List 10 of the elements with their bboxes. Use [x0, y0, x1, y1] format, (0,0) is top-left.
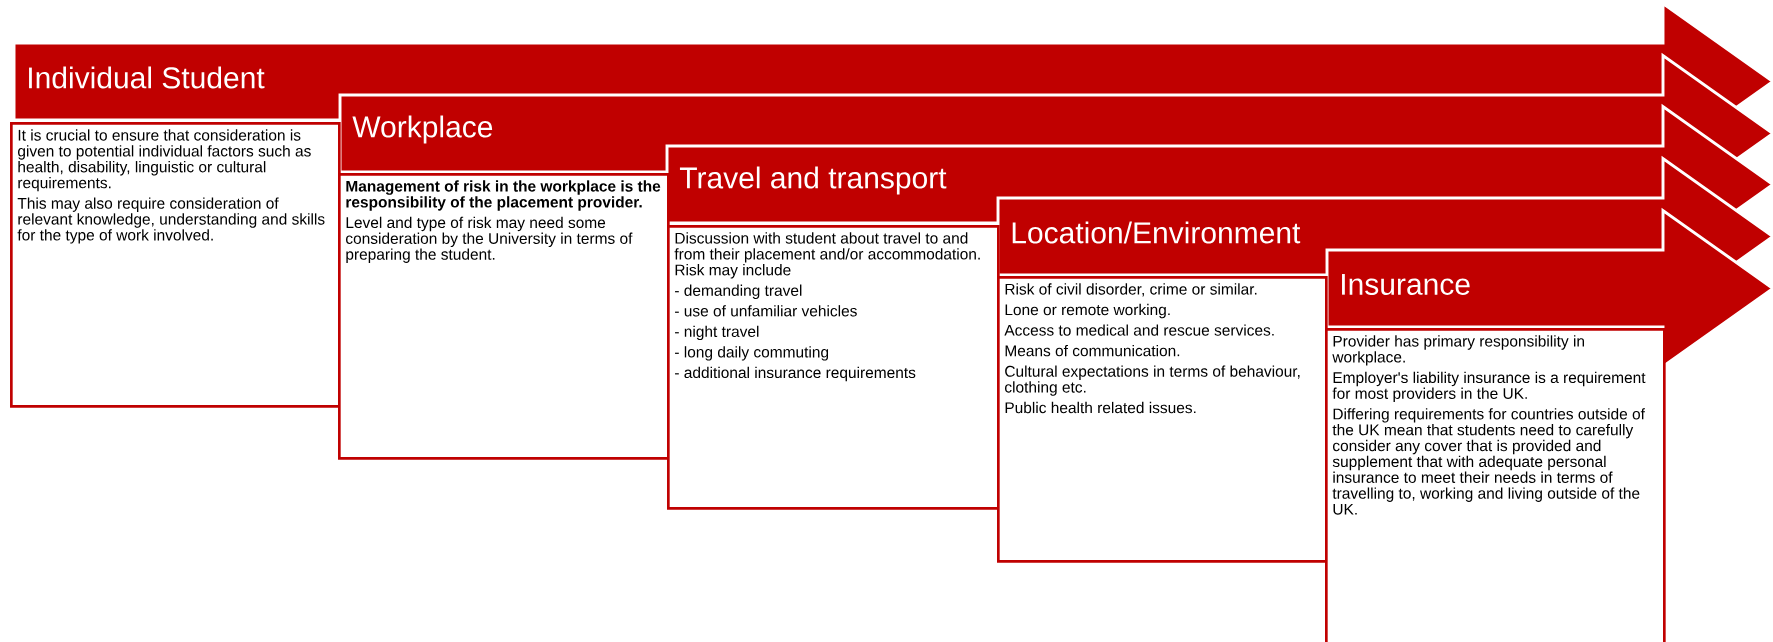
text-box: Management of risk in the workplace is the responsibility of the placement provider. Level and type of risk may need some consideration by the University in terms of preparing the student. [338, 173, 670, 460]
node-label: Insurance [1342, 274, 1470, 295]
node-label: Location/Environment [1012, 221, 1301, 244]
text-box: Risk of civil disorder, crime or similar. Lone or remote working. Access to medical and rescue services. Means of communication. Cultural expectations in terms of behaviour, clothing etc. Public health related issues. [997, 276, 1328, 563]
node-label: Travel and transport [679, 166, 947, 195]
node-label: Individual Student [29, 66, 265, 89]
text-box: Discussion with student about travel to and from their placement and/or accommodation. Risk may include - demanding travel - use of unfamiliar vehicles - night travel - long daily commuting - additional insurance requirements [667, 225, 1000, 510]
node-label: Workplace [352, 115, 493, 144]
text-box: It is crucial to ensure that consideration is given to potential individual factors such as health, disability, linguistic or cultural requirements. This may also require consideration of relevant knowledge, understanding and skills for the type of work involved. [10, 122, 341, 408]
text-box: Provider has primary responsibility in workplace. Employer's liability insurance is a requirement for most providers in the UK. Differing requirements for countries outside of the UK mean that students need to carefully consider any cover that is provided and supplement that with adequate personal insurance to meet their needs in terms of travelling to, working and living outside of the UK. [1325, 328, 1666, 642]
